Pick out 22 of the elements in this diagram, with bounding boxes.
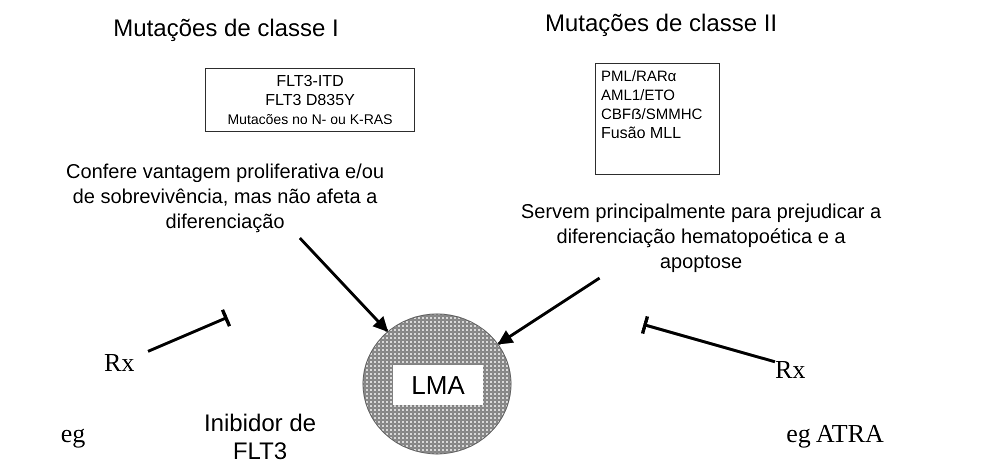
heading: Mutações de classe I [112, 15, 340, 43]
description-text: Confere vantagem proliferativa e/ou de sobrevivência, mas não afeta a diferenciação [55, 160, 395, 238]
disease-circle [362, 313, 512, 455]
heading: Mutações de classe II [544, 10, 778, 38]
disease-label: LMA [393, 365, 483, 405]
mutation-item: PML/RARα [601, 67, 678, 86]
note-text: Inibidor de FLT3 [202, 410, 318, 466]
treatment-label: Rx [775, 355, 819, 389]
mutation-item: Mutacões no N- ou K-RAS [226, 110, 394, 129]
treatment-label: Rx [104, 348, 148, 382]
arrow [298, 236, 388, 332]
mutation-item: Fusão MLL [601, 124, 682, 143]
inhibition-line [640, 316, 776, 364]
arrow [498, 276, 600, 345]
note-text: eg [60, 420, 86, 448]
description-text: Servem principalmente para prejudicar a diferenciação hematopoética e a apoptose [520, 200, 882, 278]
mutation-item: CBFẞ/SMMHC [601, 105, 704, 124]
mutation-item: AML1/ETO [601, 86, 676, 105]
inhibition-line [147, 309, 232, 353]
note-text: eg ATRA [785, 420, 885, 448]
mutation-item: FLT3-ITD [275, 72, 345, 91]
mutation-item: FLT3 D835Y [264, 91, 356, 110]
